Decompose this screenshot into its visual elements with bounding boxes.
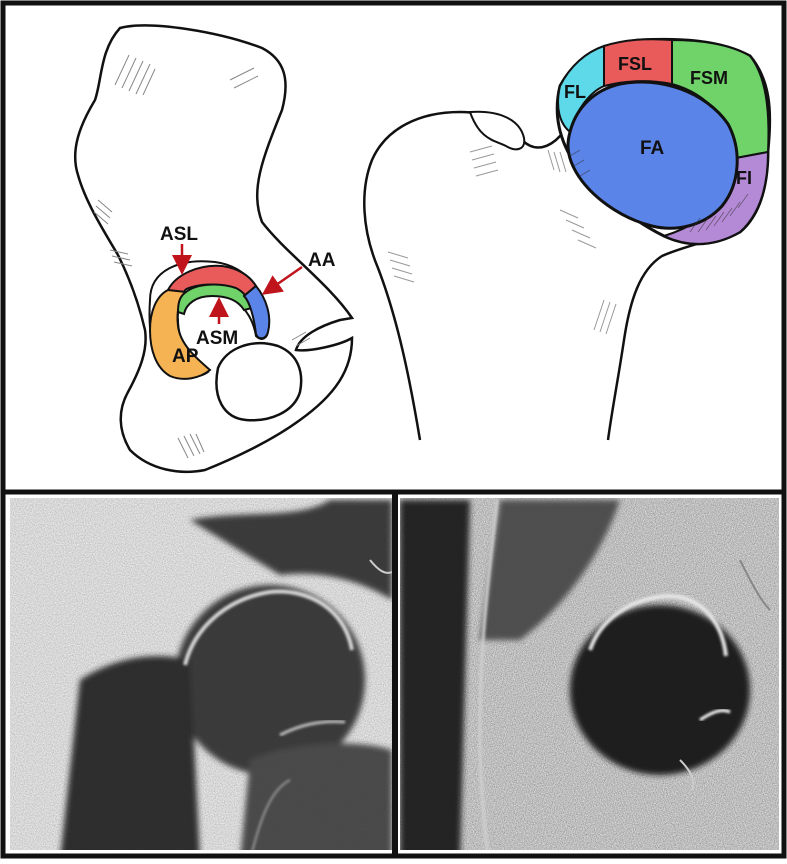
- label-asm: ASM: [196, 328, 238, 349]
- mri-panel-right: [400, 498, 779, 859]
- label-fsl: FSL: [618, 54, 652, 74]
- label-fl: FL: [564, 82, 586, 102]
- label-fa: FA: [640, 138, 665, 159]
- label-ap: AP: [172, 346, 199, 367]
- label-fi: FI: [736, 168, 752, 188]
- mri-panel-left: [10, 498, 392, 859]
- label-aa: AA: [308, 250, 336, 271]
- label-asl: ASL: [160, 224, 198, 245]
- label-fsm: FSM: [690, 68, 728, 88]
